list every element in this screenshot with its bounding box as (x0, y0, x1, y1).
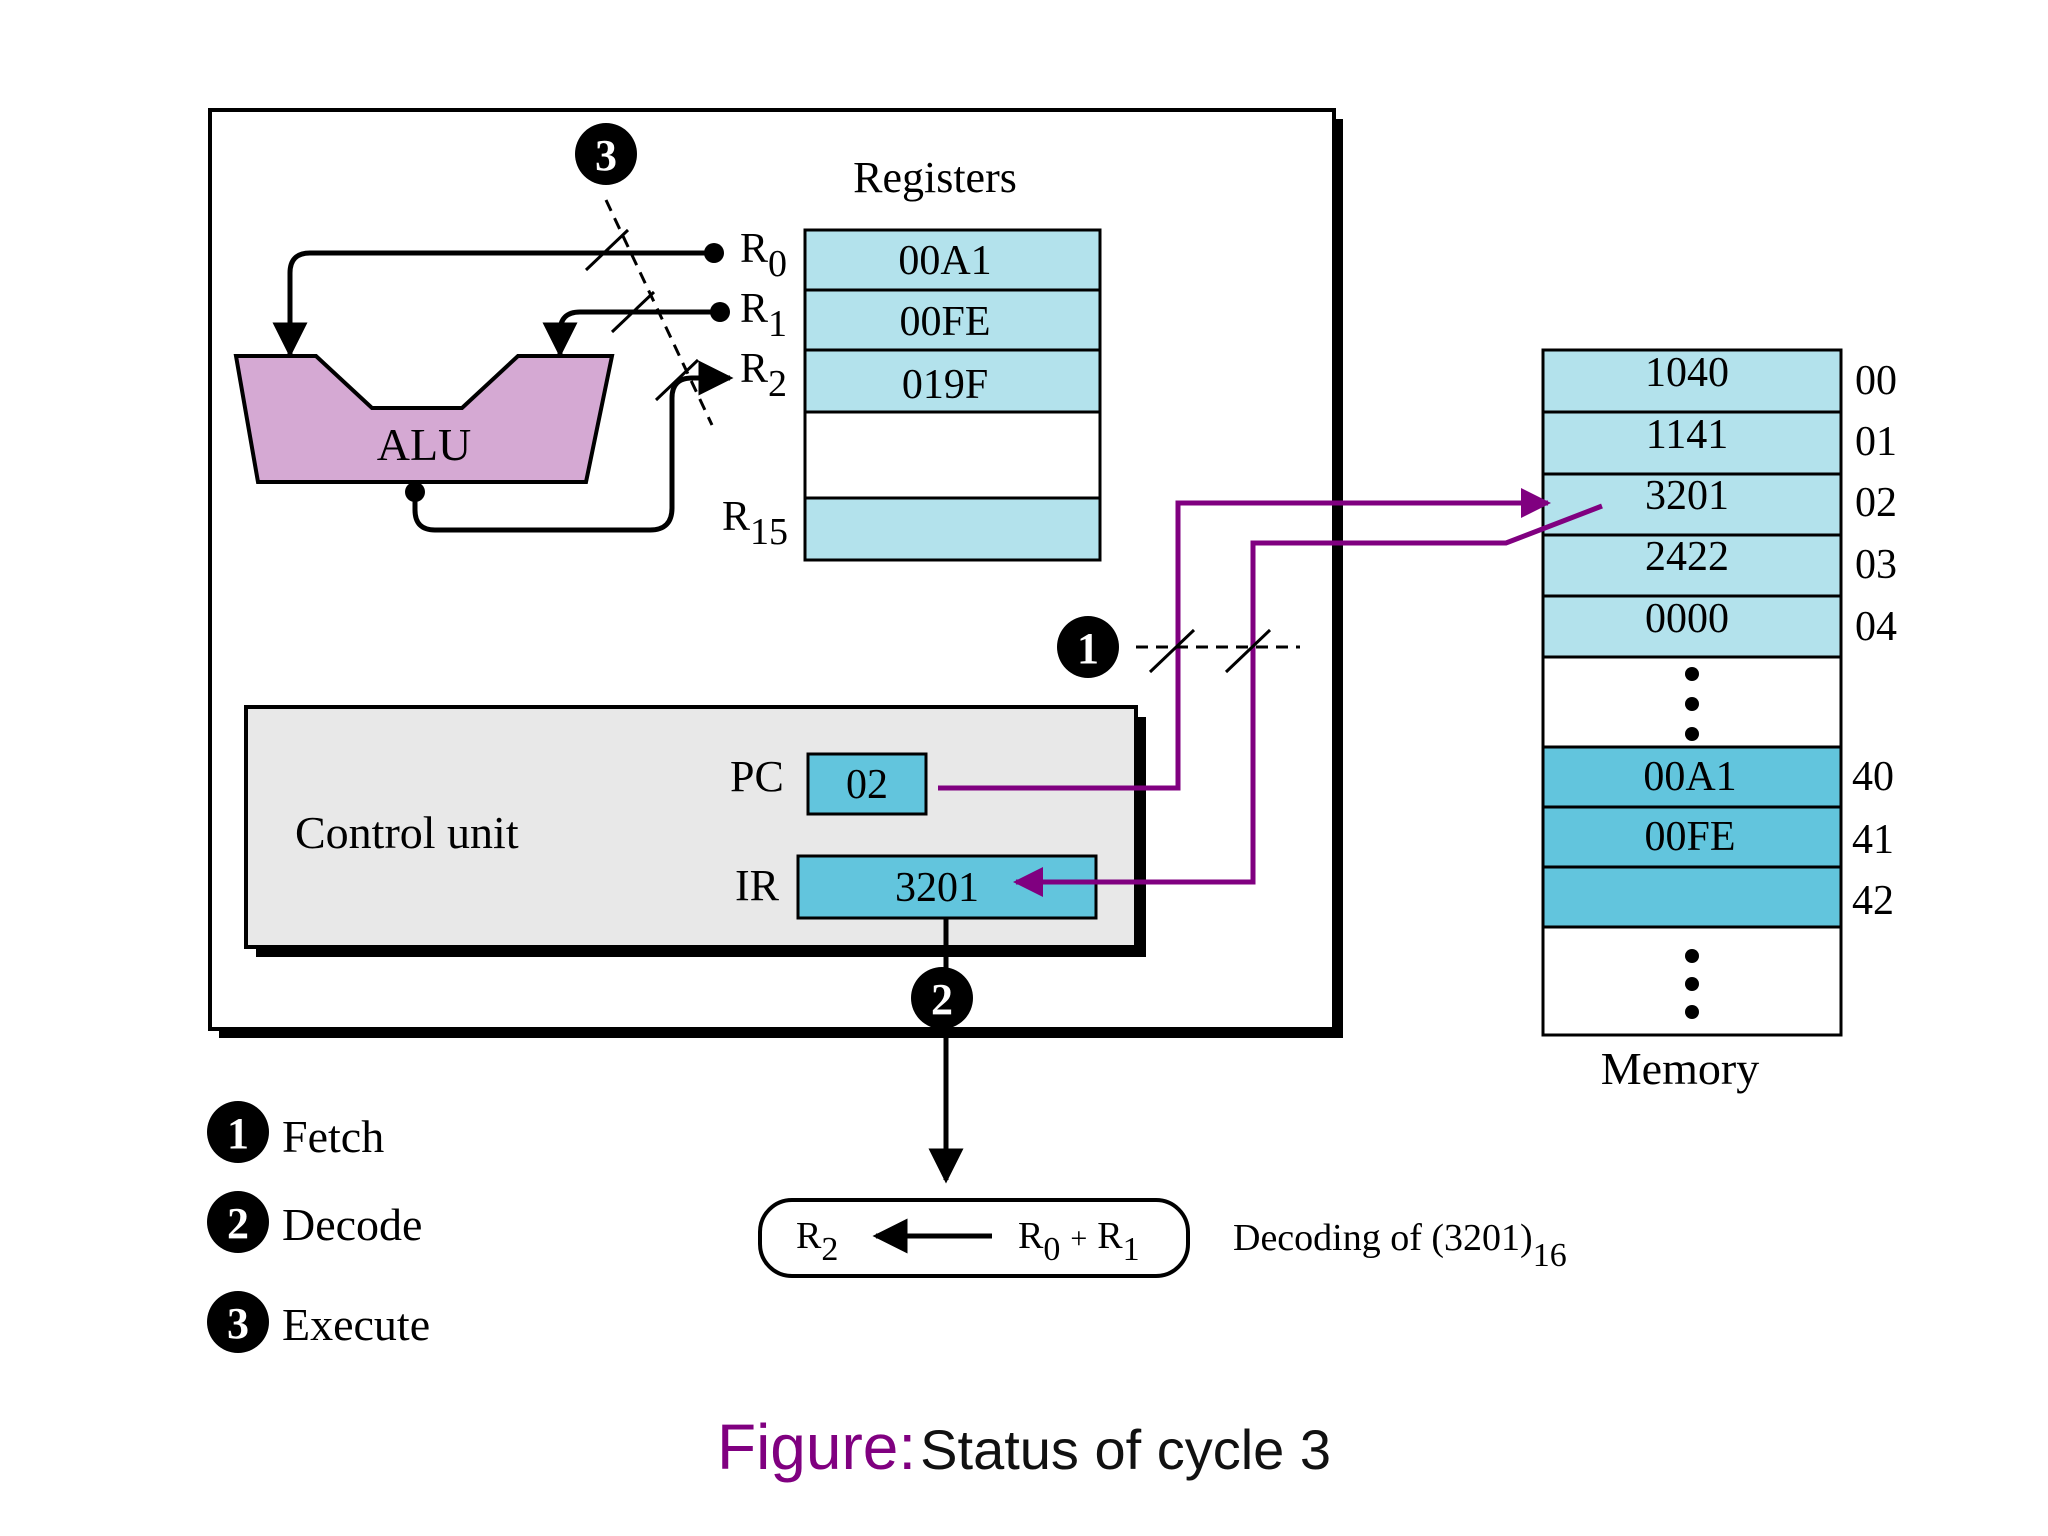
memory-cell-40 (1541, 745, 1843, 809)
legend-fetch-label: Fetch (282, 1111, 384, 1162)
pc-register (806, 752, 928, 816)
ir-value: 3201 (895, 865, 979, 911)
register-r0-cell (803, 228, 1102, 292)
legend-execute-label: Execute (282, 1299, 430, 1350)
register-r1-value: 00FE (899, 299, 990, 345)
memory-value-03: 2422 (1645, 534, 1729, 580)
decode-note: Decoding of (3201)16 (1233, 1217, 1567, 1274)
alu-shape (233, 354, 615, 484)
register-file (803, 228, 1102, 562)
step-2-marker-number: 2 (931, 975, 953, 1024)
alu-label: ALU (377, 419, 472, 470)
legend-fetch-number: 1 (227, 1109, 249, 1158)
caption-text: Status of cycle 3 (920, 1418, 1332, 1481)
memory-cell-03 (1541, 533, 1843, 598)
memory-value-00: 1040 (1645, 350, 1729, 396)
register-r2-label: R2 (740, 346, 787, 405)
pc-label: PC (730, 752, 784, 801)
execute-slash-r1 (610, 290, 656, 334)
memory-value-01: 1141 (1646, 412, 1728, 458)
decode-source: R0+R1 (1018, 1215, 1140, 1268)
step-1-marker (1057, 616, 1119, 678)
memory-address-03: 03 (1855, 542, 1897, 588)
register-r0-value: 00A1 (898, 238, 991, 284)
decode-dest: R2 (796, 1215, 838, 1268)
register-r1-label: R1 (740, 286, 787, 345)
fetch-slash-pc (1148, 628, 1196, 674)
ir-register (796, 854, 1098, 920)
step-3-marker (575, 123, 637, 185)
memory-value-02: 3201 (1645, 473, 1729, 519)
register-r2-value: 019F (902, 362, 988, 408)
alu-to-r2-path (412, 360, 734, 533)
memory-address-02: 02 (1855, 480, 1897, 526)
memory-title: Memory (1601, 1043, 1759, 1094)
memory-address-04: 04 (1855, 604, 1897, 650)
legend-fetch-marker (207, 1101, 269, 1163)
memory-value-04: 0000 (1645, 596, 1729, 642)
legend-execute-marker (207, 1291, 269, 1353)
register-r15-label: R15 (722, 494, 788, 553)
legend-execute-number: 3 (227, 1299, 249, 1348)
registers-title: Registers (853, 153, 1017, 202)
figure-caption: Figure: Status of cycle 3 (0, 1410, 2048, 1484)
memory-cell-41 (1541, 805, 1843, 869)
memory-to-ir-path (1013, 503, 1603, 897)
execute-dashed-line (604, 199, 714, 426)
memory-cell-42 (1541, 865, 1843, 929)
register-gap-cell (803, 410, 1102, 500)
memory-ellipsis-upper (1685, 667, 1699, 741)
memory-address-00: 00 (1855, 358, 1897, 404)
step-2-marker (911, 967, 973, 1029)
execute-slash-r0 (584, 228, 630, 272)
control-unit-label: Control unit (295, 807, 519, 858)
memory-address-41: 41 (1852, 817, 1894, 863)
fetch-slash-ir (1224, 628, 1272, 674)
step-1-marker-number: 1 (1077, 624, 1099, 673)
legend-decode-label: Decode (282, 1199, 422, 1250)
memory-cell-02 (1541, 472, 1843, 537)
pc-value: 02 (846, 762, 888, 808)
memory-array (1541, 348, 1843, 1037)
register-r15-cell (803, 496, 1102, 562)
execute-slash-r2 (654, 358, 700, 402)
step-3-marker-number: 3 (595, 131, 617, 180)
register-r1-cell (803, 288, 1102, 352)
memory-address-42: 42 (1852, 878, 1894, 924)
caption-prefix: Figure: (716, 1411, 917, 1483)
memory-address-01: 01 (1855, 419, 1897, 465)
register-r0-label: R0 (740, 226, 787, 285)
r0-to-alu-path (272, 250, 714, 358)
memory-cell-00 (1541, 348, 1843, 414)
ir-label: IR (735, 861, 780, 910)
memory-value-40: 00A1 (1643, 754, 1736, 800)
legend-decode-marker (207, 1191, 269, 1253)
memory-ellipsis-lower (1685, 949, 1699, 1019)
memory-value-41: 00FE (1644, 814, 1735, 860)
legend-decode-number: 2 (227, 1199, 249, 1248)
r1-to-alu-path (542, 309, 720, 358)
memory-address-40: 40 (1852, 754, 1894, 800)
legend: 1 Fetch 2 Decode 3 Execute (207, 1101, 430, 1353)
